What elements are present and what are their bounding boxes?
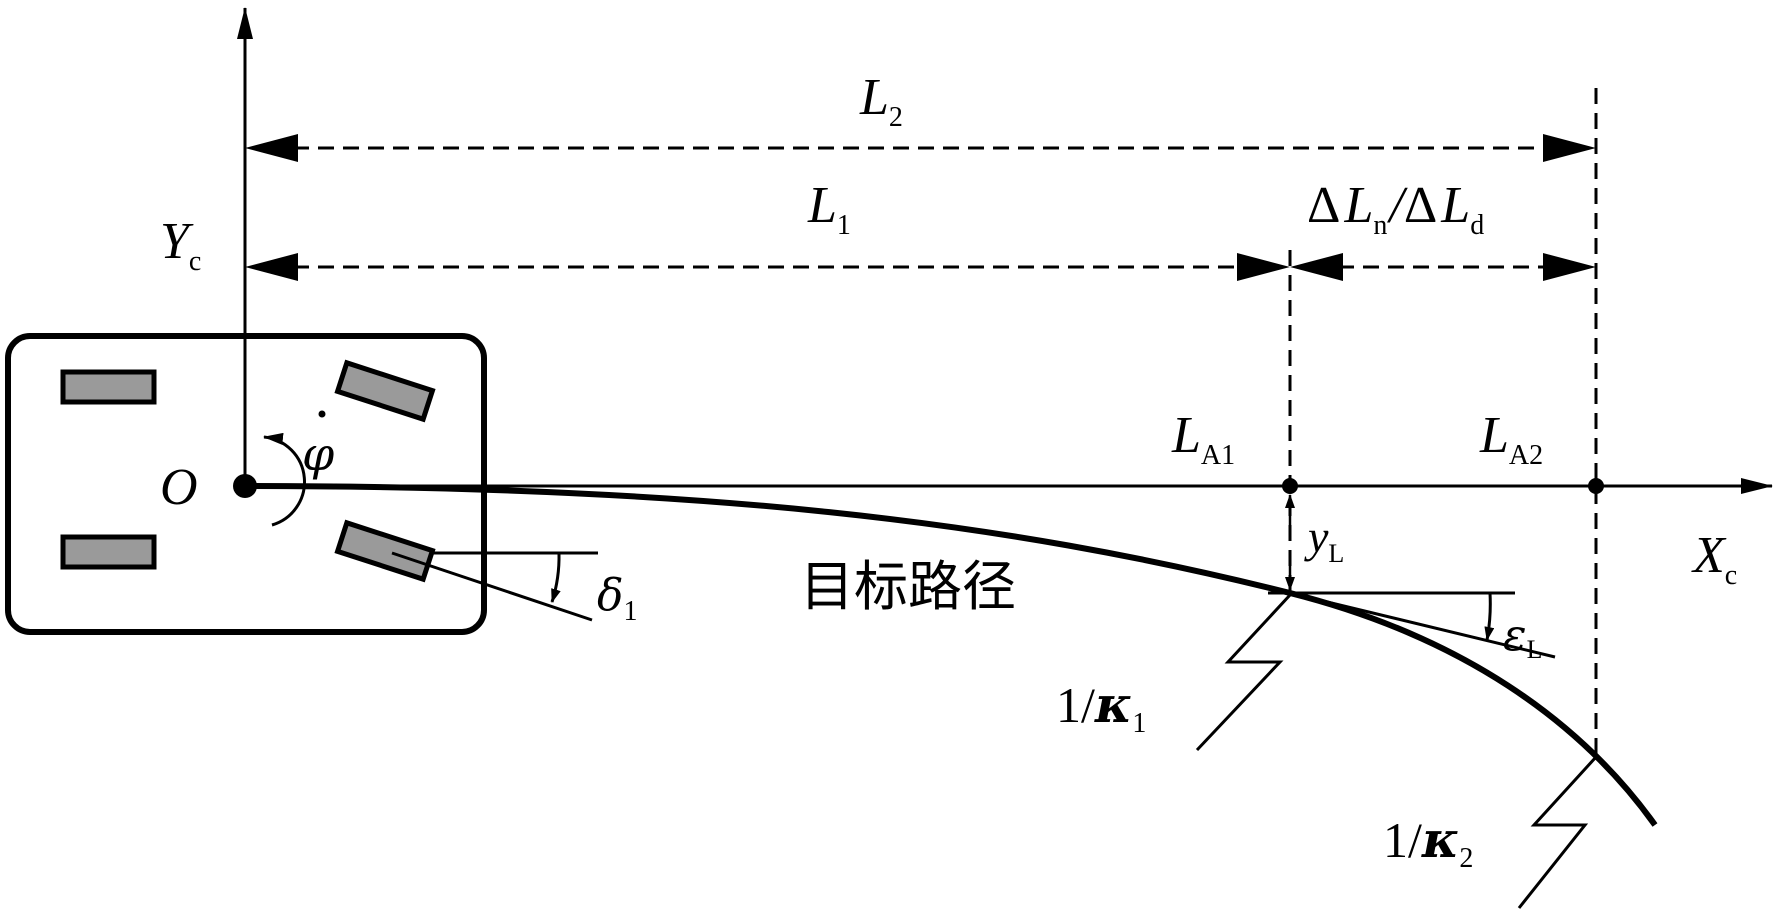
- target-path-label: 目标路径: [800, 555, 1016, 618]
- delta1-label: δ1: [597, 570, 638, 627]
- l2-label: L2: [859, 69, 903, 133]
- phi-dot-label: φ: [302, 427, 335, 481]
- l1-arrow-left: [245, 253, 298, 281]
- yl-label: yL: [1304, 511, 1344, 568]
- origin-label: O: [160, 459, 198, 516]
- la1-point: [1282, 478, 1298, 494]
- delta1-angle-arc: [550, 552, 561, 603]
- phi-dot-mark: [318, 410, 326, 418]
- l1-label: L1: [807, 177, 851, 241]
- la2-label: LA2: [1479, 407, 1543, 471]
- kappa1-label: 1/κ1: [1056, 675, 1146, 739]
- l2-arrow-left: [245, 134, 298, 162]
- kappa2-label: 1/κ2: [1383, 810, 1473, 874]
- front-left-wheel: [334, 359, 436, 423]
- yaw-rate-arc: [263, 432, 306, 527]
- delta-l-label: ΔLn/ΔLd: [1307, 177, 1484, 241]
- l2-arrow-right: [1543, 134, 1596, 162]
- yc-label: Yc: [160, 213, 201, 277]
- delta-l-arrow-left: [1290, 253, 1343, 281]
- kappa1-radius-line: [1195, 593, 1292, 752]
- la1-label: LA1: [1171, 407, 1235, 471]
- la2-point: [1588, 478, 1604, 494]
- delta-l-arrow-right: [1543, 253, 1596, 281]
- l1-arrow-right: [1237, 253, 1290, 281]
- rear-left-wheel: [60, 369, 157, 405]
- epsl-tangent-line: [1289, 591, 1556, 659]
- epsl-angle-arc: [1484, 592, 1495, 641]
- xc-label: Xc: [1691, 527, 1737, 591]
- wheel-heading-line: [391, 551, 593, 622]
- target-path-curve: [244, 483, 1658, 827]
- front-right-wheel: [334, 519, 436, 583]
- rear-right-wheel: [60, 534, 157, 570]
- kappa2-radius-line: [1517, 755, 1598, 909]
- epsl-label: εL: [1503, 610, 1543, 664]
